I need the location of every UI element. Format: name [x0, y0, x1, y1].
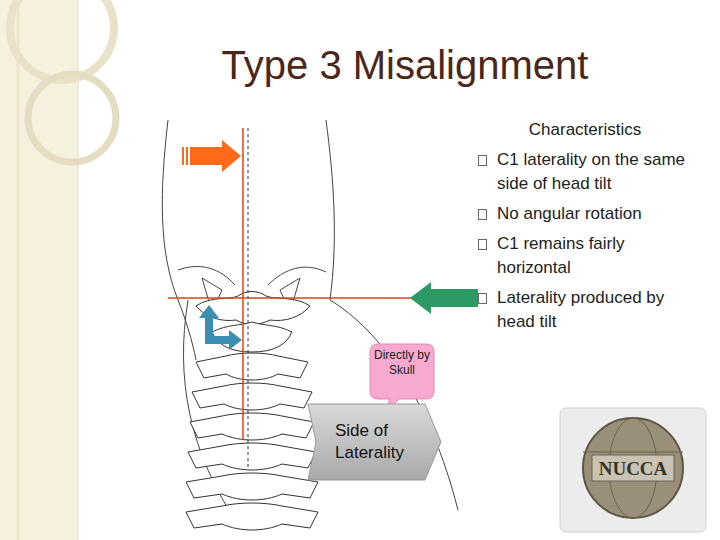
slide-title: Type 3 Misalignment: [150, 40, 660, 90]
laterality-arrow: [199, 305, 242, 350]
characteristic-item: Laterality produced by head tilt: [497, 286, 702, 334]
characteristic-item: C1 laterality on the same side of head t…: [497, 148, 702, 196]
bullet-box: [478, 155, 487, 166]
bullet-box: [478, 293, 487, 304]
node-text: Directly by Skull: [370, 348, 434, 378]
logo-globe-line: [583, 452, 683, 453]
logo-text: NUCCA: [594, 457, 672, 481]
plumb-line: [248, 128, 249, 470]
deco-circle: [10, 0, 114, 80]
vertebra-stack: [186, 353, 318, 530]
skull-outline: [326, 120, 334, 300]
characteristic-item: No angular rotation: [497, 202, 702, 226]
logo-band: [592, 455, 674, 481]
node-label: Side of Laterality: [335, 420, 428, 464]
characteristic-item: C1 remains fairly horizontal: [497, 232, 702, 280]
bullet-box: [478, 239, 487, 250]
node-text: Side of Laterality: [335, 420, 428, 464]
bullet-box: [478, 209, 487, 220]
strip-line: [17, 0, 20, 540]
label-box: Side of Laterality: [308, 404, 441, 480]
logo-frame: [560, 408, 706, 532]
deco-circle: [28, 74, 116, 162]
logo-globe: [583, 418, 683, 518]
callout-bubble: Directly by Skull: [370, 344, 434, 399]
force-arrow: [410, 282, 478, 314]
atlas-vertebra: [196, 292, 310, 325]
node-label: Directly by Skull: [370, 348, 434, 378]
node-outline: [308, 404, 441, 480]
node-shape: [308, 404, 441, 480]
list-heading: Characteristics: [500, 118, 670, 142]
head-axis-line: [242, 128, 244, 440]
node-shape: [370, 344, 434, 411]
condyle-outline: [178, 266, 326, 285]
force-arrow: [182, 140, 241, 172]
